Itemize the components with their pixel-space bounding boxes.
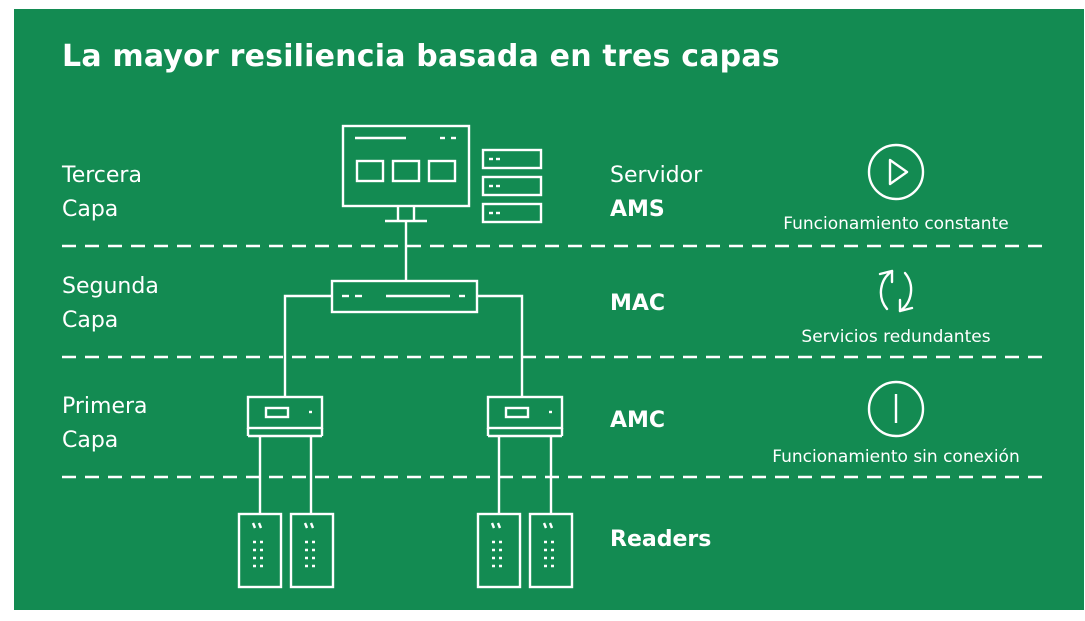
reader-icon-1 — [237, 512, 283, 589]
mac-switch-icon — [330, 279, 479, 314]
diagram-title: La mayor resiliencia basada en tres capa… — [62, 39, 780, 74]
layer-third-line2: Capa — [62, 197, 119, 222]
ams-label: AMS — [610, 197, 665, 222]
monitor-icon — [341, 124, 471, 223]
power-circle-icon — [867, 380, 925, 438]
link-mac-amc-left — [283, 294, 332, 397]
server-rack-icon — [481, 148, 543, 224]
component-label-server: Servidor AMS — [610, 159, 702, 227]
readers-label: Readers — [610, 527, 712, 552]
amc-controller-left-icon — [246, 395, 324, 438]
layer-second-line2: Capa — [62, 308, 119, 333]
mac-label: MAC — [610, 291, 666, 316]
diagram-panel: La mayor resiliencia basada en tres capa… — [14, 9, 1084, 610]
layer-second-line1: Segunda — [62, 274, 159, 299]
layer-label-first: Primera Capa — [62, 390, 148, 458]
feature-caption-offline: Funcionamiento sin conexión — [772, 447, 1020, 467]
layer-first-line2: Capa — [62, 428, 119, 453]
reader-icon-2 — [289, 512, 335, 589]
reader-icon-3 — [476, 512, 522, 589]
layer-first-line1: Primera — [62, 394, 148, 419]
architecture-diagram — [62, 124, 1049, 589]
amc-label: AMC — [610, 408, 666, 433]
link-mac-amc-right — [477, 294, 524, 397]
server-label: Servidor — [610, 163, 703, 188]
reader-icon-4 — [528, 512, 574, 589]
feature-caption-constant: Funcionamiento constante — [783, 214, 1009, 234]
layer-third-line1: Tercera — [62, 163, 142, 188]
layer-label-third: Tercera Capa — [62, 159, 142, 227]
refresh-cycle-icon — [878, 269, 914, 313]
layer-label-second: Segunda Capa — [62, 270, 159, 338]
amc-controller-right-icon — [486, 395, 564, 438]
play-circle-icon — [867, 143, 925, 201]
feature-caption-redundant: Servicios redundantes — [801, 327, 991, 347]
